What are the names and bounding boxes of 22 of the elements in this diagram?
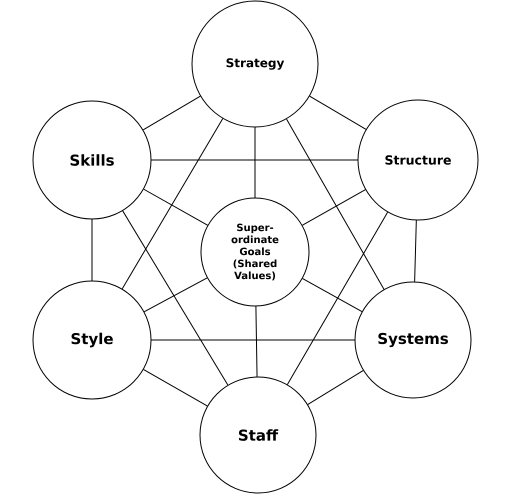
connector-line bbox=[143, 369, 208, 406]
circle-node: Super-ordinate Goals (Shared Values) bbox=[200, 198, 310, 306]
connector-line bbox=[122, 118, 224, 290]
circle-node: Structure bbox=[358, 100, 478, 220]
connector-line bbox=[122, 210, 228, 386]
connector-line bbox=[286, 118, 384, 290]
connector-line bbox=[286, 212, 388, 385]
connector-line bbox=[414, 220, 417, 282]
connector-line bbox=[142, 96, 201, 130]
circle-node: Skills bbox=[32, 100, 152, 220]
connector-line bbox=[254, 127, 256, 198]
connector-line bbox=[143, 188, 208, 226]
circle-node: Strategy bbox=[192, 0, 318, 128]
connector-line bbox=[255, 306, 258, 378]
circle-node: Style bbox=[32, 280, 152, 400]
connector-line bbox=[309, 96, 366, 130]
circle-node: Systems bbox=[354, 282, 472, 398]
connector-line bbox=[307, 370, 364, 405]
connector-line bbox=[144, 277, 208, 312]
connector-line bbox=[302, 189, 366, 226]
circle-node: Staff bbox=[200, 376, 316, 494]
connector-line bbox=[302, 278, 362, 312]
